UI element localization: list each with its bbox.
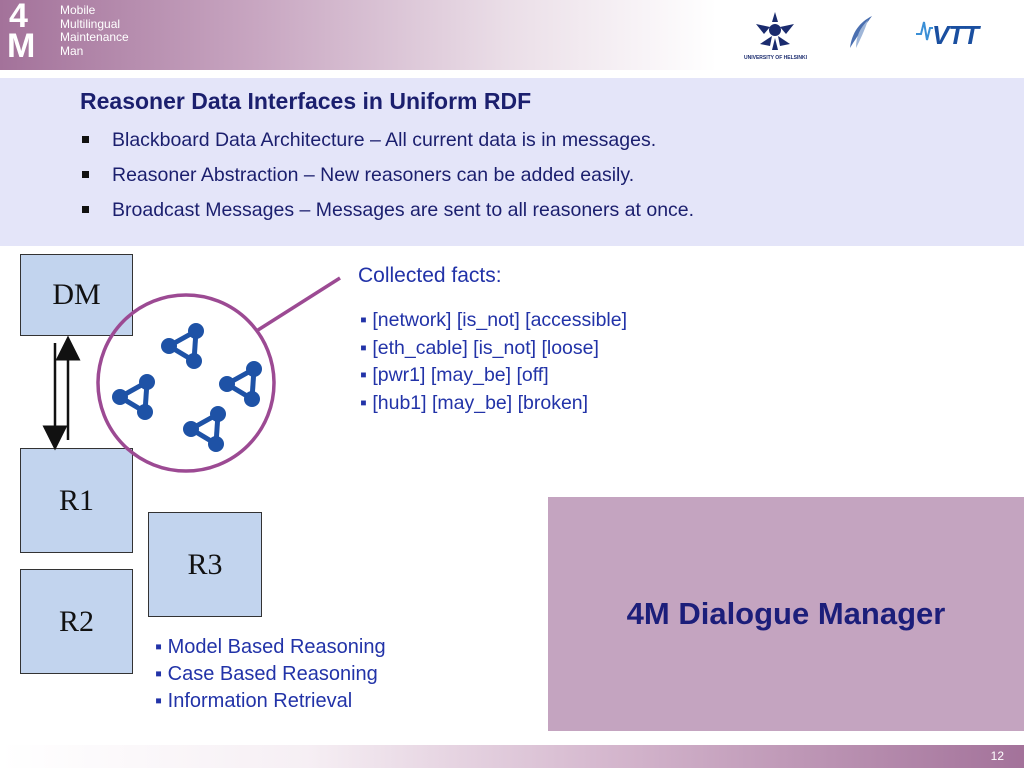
bullet-text: Blackboard Data Architecture – All curre… — [112, 129, 657, 151]
dialogue-manager-panel: 4M Dialogue Manager — [548, 497, 1024, 731]
facts-heading: Collected facts: — [358, 264, 502, 287]
r1-box-label: R1 — [58, 483, 94, 517]
fact-item: ▪ [eth_cable] [is_not] [loose] — [360, 336, 599, 359]
r3-box: R3 — [148, 512, 262, 617]
logo-line-2: Multilingual — [60, 16, 121, 31]
reasoning-type-item: ▪ Model Based Reasoning — [155, 636, 386, 658]
molecule-icon — [112, 374, 155, 420]
facts-list: ▪ [network] [is_not] [accessible] ▪ [eth… — [360, 308, 627, 418]
dm-box: DM — [20, 254, 133, 336]
molecule-icon — [183, 406, 226, 452]
bullet-text: Broadcast Messages – Messages are sent t… — [112, 199, 695, 221]
fact-item: ▪ [pwr1] [may_be] [off] — [360, 364, 549, 386]
molecule-icon — [219, 361, 262, 407]
reasoning-type-item: ▪ Case Based Reasoning — [155, 663, 378, 685]
r2-box: R2 — [20, 569, 133, 674]
partner-swoosh-logo — [850, 16, 872, 48]
facts-bubble — [96, 293, 276, 473]
reasoning-type-item: ▪ Information Retrieval — [155, 690, 353, 712]
logo-line-4: Man — [60, 43, 84, 58]
fact-item: ▪ [network] [is_not] [accessible] — [360, 309, 628, 331]
bullet-item: Broadcast Messages – Messages are sent t… — [80, 198, 694, 233]
r2-box-label: R2 — [58, 604, 94, 638]
bullet-square-icon — [82, 206, 89, 213]
footer-band — [0, 745, 1024, 768]
helsinki-label: UNIVERSITY OF HELSINKI — [744, 55, 807, 61]
header-band — [0, 0, 1024, 70]
r1-box: R1 — [20, 448, 133, 553]
bullet-text: Reasoner Abstraction – New reasoners can… — [112, 164, 635, 186]
r3-box-label: R3 — [187, 547, 223, 581]
slide-title: Reasoner Data Interfaces in Uniform RDF — [80, 88, 532, 114]
logo-text: Mobile Multilingual Maintenance Man — [60, 3, 129, 58]
university-helsinki-logo — [756, 12, 794, 50]
reasoning-types-list: ▪ Model Based Reasoning ▪ Case Based Rea… — [155, 635, 386, 716]
logo-line-1: Mobile — [60, 3, 96, 17]
logo-line-3: Maintenance — [60, 30, 129, 44]
vtt-logo: VTT — [932, 20, 979, 50]
bullet-square-icon — [82, 171, 89, 178]
dm-box-label: DM — [52, 278, 101, 311]
bullet-square-icon — [82, 136, 89, 143]
title-band — [0, 78, 1024, 246]
vtt-mark-icon — [916, 21, 933, 41]
molecule-icon — [161, 323, 204, 369]
page-number: 12 — [990, 749, 1004, 763]
bubble-pointer — [257, 276, 341, 332]
slide-bullets: Blackboard Data Architecture – All curre… — [80, 128, 694, 233]
fact-item: ▪ [hub1] [may_be] [broken] — [360, 391, 589, 414]
bullet-item: Reasoner Abstraction – New reasoners can… — [80, 163, 694, 198]
dialogue-manager-label: 4M Dialogue Manager — [626, 596, 946, 631]
bullet-item: Blackboard Data Architecture – All curre… — [80, 128, 694, 163]
